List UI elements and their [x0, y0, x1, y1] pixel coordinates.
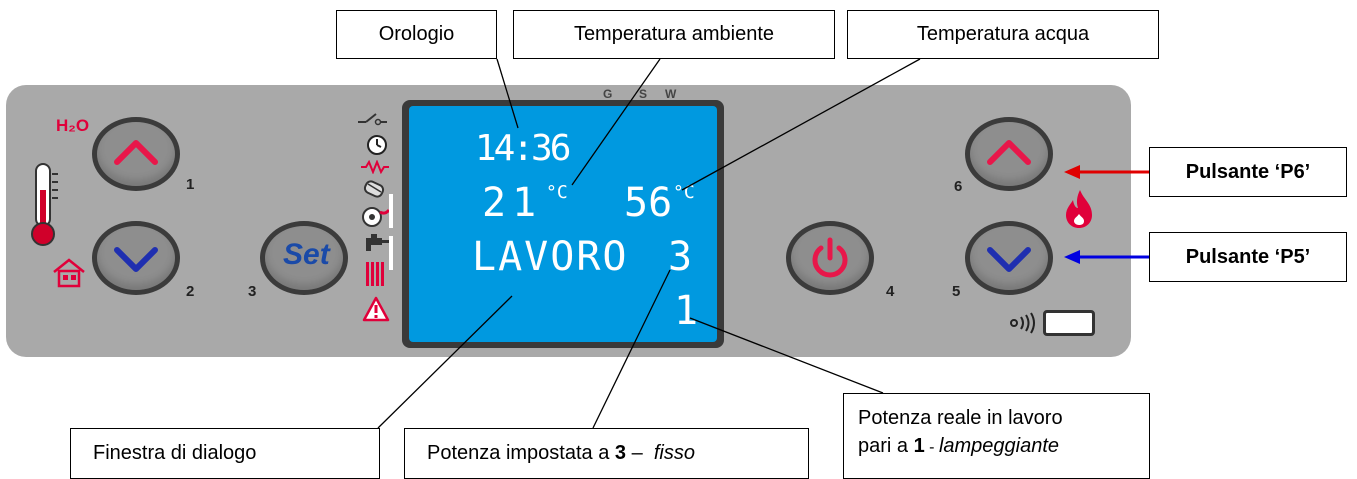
- callout-finestra-di-dialogo: Finestra di dialogo: [70, 428, 380, 479]
- button-number-5: 5: [952, 283, 961, 300]
- switch-icon: [358, 113, 387, 126]
- h2o-label: H₂O: [56, 116, 90, 135]
- power-icon: [812, 237, 848, 278]
- button-number-4: 4: [886, 283, 895, 300]
- p6-arrow-head: [1064, 165, 1080, 179]
- callout-potenza-reale: Potenza reale in lavoro pari a 1 - lampe…: [843, 393, 1150, 479]
- leader-line-temperatura-acqua: [681, 58, 921, 191]
- leader-line-potenza-reale: [689, 317, 884, 394]
- callout-temperatura-ambiente-text: Temperatura ambiente: [573, 23, 775, 45]
- callout-pulsante-p5-text: Pulsante ‘P5’: [1185, 245, 1311, 268]
- potenza-reale-number: 1: [913, 435, 925, 457]
- chevron-down-icon: [987, 247, 1031, 272]
- callout-temperatura-acqua-text: Temperatura acqua: [916, 23, 1090, 45]
- chevron-down-icon: [114, 247, 158, 272]
- callout-pulsante-p5: Pulsante ‘P5’: [1149, 232, 1347, 282]
- up-button-6[interactable]: [965, 117, 1053, 191]
- p5-arrow-head: [1064, 250, 1080, 264]
- leader-line-temperatura-ambiente: [571, 58, 661, 186]
- potenza-impostata-mode: fisso: [653, 442, 695, 464]
- callout-pulsante-p6-text: Pulsante ‘P6’: [1185, 160, 1311, 183]
- potenza-impostata-prefix: Potenza impostata a: [427, 442, 615, 464]
- radiator-icon: [366, 262, 384, 286]
- lcd-display: [409, 106, 717, 342]
- resistance-icon: [361, 160, 389, 174]
- potenza-reale-line1: Potenza reale in lavoro: [858, 407, 1063, 429]
- button-number-2: 2: [186, 283, 195, 300]
- card-slot: [1043, 310, 1095, 336]
- callout-potenza-impostata: Potenza impostata a 3 – fisso: [404, 428, 809, 479]
- lcd-power-set: 3: [668, 234, 693, 280]
- lcd-clock: 14:36: [475, 128, 571, 169]
- fan-icon: [362, 207, 390, 227]
- warning-icon: [362, 296, 390, 322]
- callout-finestra-text: Finestra di dialogo: [93, 442, 257, 464]
- chevron-up-icon: [114, 140, 158, 165]
- potenza-reale-line2: pari a 1 - lampeggiante: [858, 432, 1149, 462]
- set-label: Set: [283, 238, 330, 271]
- indicator-letter-g: G: [603, 87, 613, 101]
- led-bar-bottom: [389, 236, 393, 270]
- led-bar-top: [389, 194, 393, 228]
- callout-orologio-text: Orologio: [378, 23, 455, 45]
- clock-icon: [367, 135, 387, 155]
- button-number-3: 3: [248, 283, 257, 300]
- callout-temperatura-ambiente: Temperatura ambiente: [513, 10, 835, 59]
- leader-line-finestra: [377, 295, 513, 429]
- lcd-status-text: LAVORO: [472, 234, 629, 280]
- callout-orologio: Orologio: [336, 10, 497, 59]
- callout-pulsante-p6: Pulsante ‘P6’: [1149, 147, 1347, 197]
- thermometer-icon: [31, 163, 58, 246]
- set-button[interactable]: Set: [260, 221, 348, 295]
- indicator-letter-s: S: [639, 87, 648, 101]
- potenza-impostata-number: 3: [614, 442, 627, 464]
- tap-icon: [366, 234, 389, 251]
- down-button-5[interactable]: [965, 221, 1053, 295]
- lcd-water-temp: 56: [624, 180, 673, 226]
- callout-potenza-impostata-text: Potenza impostata a 3 – fisso: [427, 442, 695, 465]
- house-icon: [53, 258, 85, 288]
- up-button-1[interactable]: [92, 117, 180, 191]
- potenza-reale-prefix: pari a: [858, 435, 914, 457]
- lcd-water-temp-unit: °C: [673, 182, 695, 203]
- lcd-room-temp: 21: [482, 180, 543, 226]
- leader-line-orologio: [496, 58, 519, 129]
- potenza-reale-dash: -: [924, 439, 939, 456]
- down-button-2[interactable]: [92, 221, 180, 295]
- potenza-reale-mode: lampeggiante: [938, 435, 1060, 457]
- remote-signal-icon: [1010, 312, 1035, 334]
- chevron-up-icon: [987, 140, 1031, 165]
- indicator-letter-w: W: [665, 87, 677, 101]
- pellet-icon: [363, 180, 385, 198]
- button-number-1: 1: [186, 176, 195, 193]
- button-number-6: 6: [954, 178, 963, 195]
- potenza-impostata-dash: –: [626, 442, 654, 464]
- power-button[interactable]: [786, 221, 874, 295]
- flame-icon: [1066, 190, 1092, 228]
- leader-line-potenza-impostata: [592, 269, 671, 429]
- callout-temperatura-acqua: Temperatura acqua: [847, 10, 1159, 59]
- lcd-power-real: 1: [674, 288, 699, 334]
- lcd-room-temp-unit: °C: [546, 182, 568, 203]
